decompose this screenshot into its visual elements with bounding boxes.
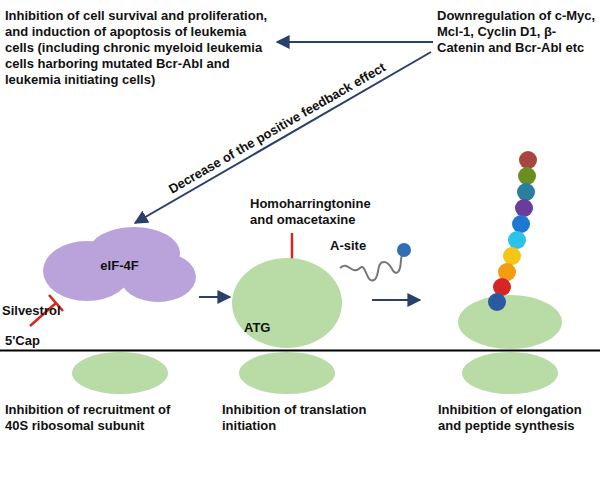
node-text: eIF-4F [42, 258, 197, 274]
part-label: Homoharringtonine and omacetaxine [250, 196, 390, 228]
part-label: 5'Cap [5, 333, 55, 349]
mrna-strand [0, 350, 600, 352]
step-caption: Inhibition of recruitment of 40S ribosom… [5, 402, 180, 434]
amino-acid [503, 247, 521, 265]
initiation-factor: eIF-4F [42, 225, 197, 303]
effect-text: Downregulation of c-Myc, Mcl-1, Cyclin D… [437, 8, 597, 56]
small-subunit [462, 352, 558, 394]
connector-arrow [199, 296, 230, 298]
amino-acid [519, 151, 537, 169]
amino-acid [512, 215, 530, 233]
node-text: ATG [244, 320, 342, 336]
ribosome-large-subunit: ATG [232, 258, 342, 348]
amino-acid [508, 231, 526, 249]
amino-acid [488, 293, 506, 311]
amino-acid [517, 183, 535, 201]
node-text: Inhibition of cell survival and prolifer… [5, 8, 273, 88]
step-caption: Inhibition of elongation and peptide syn… [438, 402, 598, 434]
peptide-chain [488, 151, 537, 311]
part-label: Silvestrol [2, 303, 82, 319]
subunit-body [232, 258, 342, 348]
amino-acid [515, 199, 533, 217]
edge-label: Decrease of the positive feedback effect [165, 58, 391, 197]
trna-symbol [340, 256, 402, 280]
node-text: Downregulation of c-Myc, Mcl-1, Cyclin D… [437, 8, 597, 56]
step-caption: Inhibition of translation initiation [222, 402, 377, 434]
amino-acid [518, 167, 536, 185]
small-subunit [239, 352, 335, 394]
amino-acid [397, 243, 411, 257]
step-arrow [372, 299, 420, 301]
outcome-text: Inhibition of cell survival and prolifer… [5, 8, 273, 88]
large-subunit [458, 295, 562, 349]
connector-arrow [277, 41, 433, 43]
part-label: A-site [330, 238, 380, 254]
small-subunit [72, 352, 168, 394]
